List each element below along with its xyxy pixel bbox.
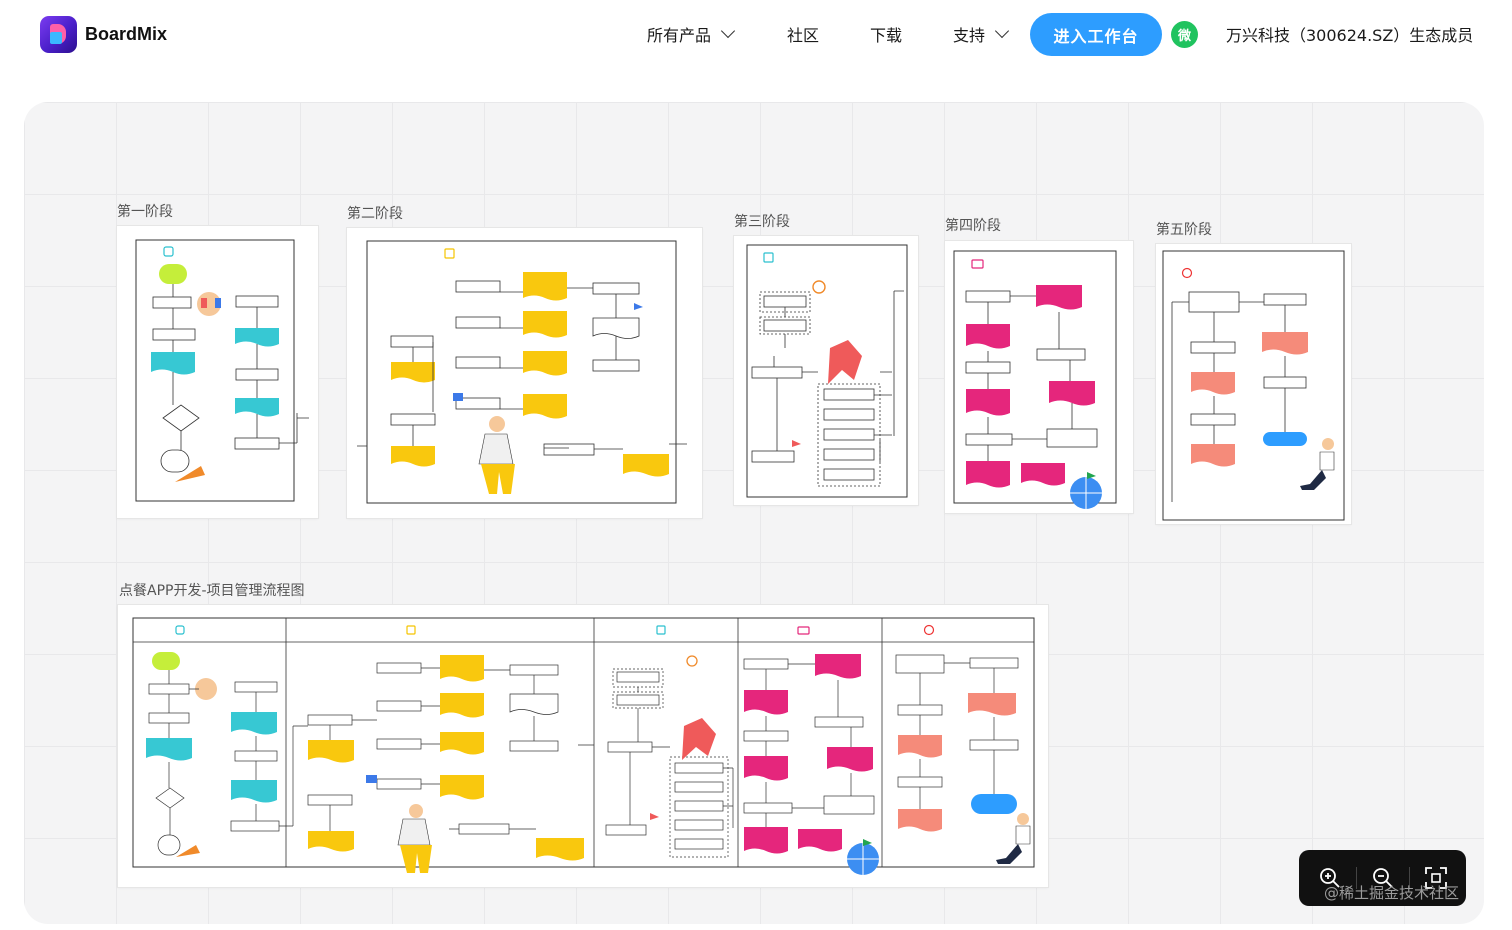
overview-frame[interactable] — [118, 605, 1048, 887]
nav-download[interactable]: 下载 — [870, 0, 902, 68]
stage-1-diagram — [135, 239, 309, 502]
chevron-down-icon — [994, 23, 1010, 39]
enter-workspace-button[interactable]: 进入工作台 — [1030, 13, 1162, 56]
stage-label-2: 第二阶段 — [347, 206, 403, 222]
stage-1-frame[interactable] — [117, 226, 318, 518]
stage-label-4: 第四阶段 — [945, 218, 1001, 234]
nav-products-label: 所有产品 — [647, 26, 712, 45]
overview-label: 点餐APP开发-项目管理流程图 — [119, 583, 305, 599]
zoom-in-icon[interactable] — [1315, 863, 1345, 893]
stage-3-diagram — [746, 244, 908, 498]
brand-name: BoardMix — [85, 24, 168, 44]
stage-4-frame[interactable] — [945, 241, 1133, 513]
toolbar-divider — [1355, 867, 1357, 889]
fit-screen-icon[interactable] — [1421, 863, 1451, 893]
wechat-icon[interactable]: 微 — [1171, 21, 1198, 48]
zoom-toolbar — [1299, 850, 1466, 906]
stage-2-frame[interactable] — [347, 228, 702, 518]
stage-5-diagram — [1162, 250, 1345, 521]
toolbar-divider — [1408, 867, 1410, 889]
nav-community-label: 社区 — [787, 26, 820, 45]
brand-logo[interactable]: BoardMix — [40, 16, 167, 53]
nav-products[interactable]: 所有产品 — [647, 0, 736, 68]
partner-text[interactable]: 万兴科技（300624.SZ）生态成员 — [1226, 26, 1474, 45]
stage-2-diagram — [357, 240, 687, 504]
nav-support-label: 支持 — [953, 26, 986, 45]
overview-diagram — [132, 617, 1035, 875]
stage-label-1: 第一阶段 — [117, 204, 173, 220]
stage-label-3: 第三阶段 — [734, 214, 790, 230]
chevron-down-icon — [720, 23, 736, 39]
zoom-out-icon[interactable] — [1368, 863, 1398, 893]
stage-label-5: 第五阶段 — [1156, 222, 1212, 238]
nav-download-label: 下载 — [870, 26, 903, 45]
nav-support[interactable]: 支持 — [953, 0, 1010, 68]
whiteboard-canvas[interactable]: 第一阶段 第二阶段 第三阶段 第四阶段 第五阶段 — [24, 102, 1484, 924]
stage-5-frame[interactable] — [1156, 244, 1351, 524]
boardmix-logo-icon — [40, 16, 77, 53]
stage-4-diagram — [953, 250, 1117, 509]
stage-3-frame[interactable] — [734, 236, 918, 505]
top-nav: BoardMix 所有产品 社区 下载 支持 进入工作台 微 万兴科技（3006… — [0, 0, 1512, 68]
watermark: @稀土掘金技术社区 — [1324, 884, 1460, 902]
nav-community[interactable]: 社区 — [787, 0, 819, 68]
